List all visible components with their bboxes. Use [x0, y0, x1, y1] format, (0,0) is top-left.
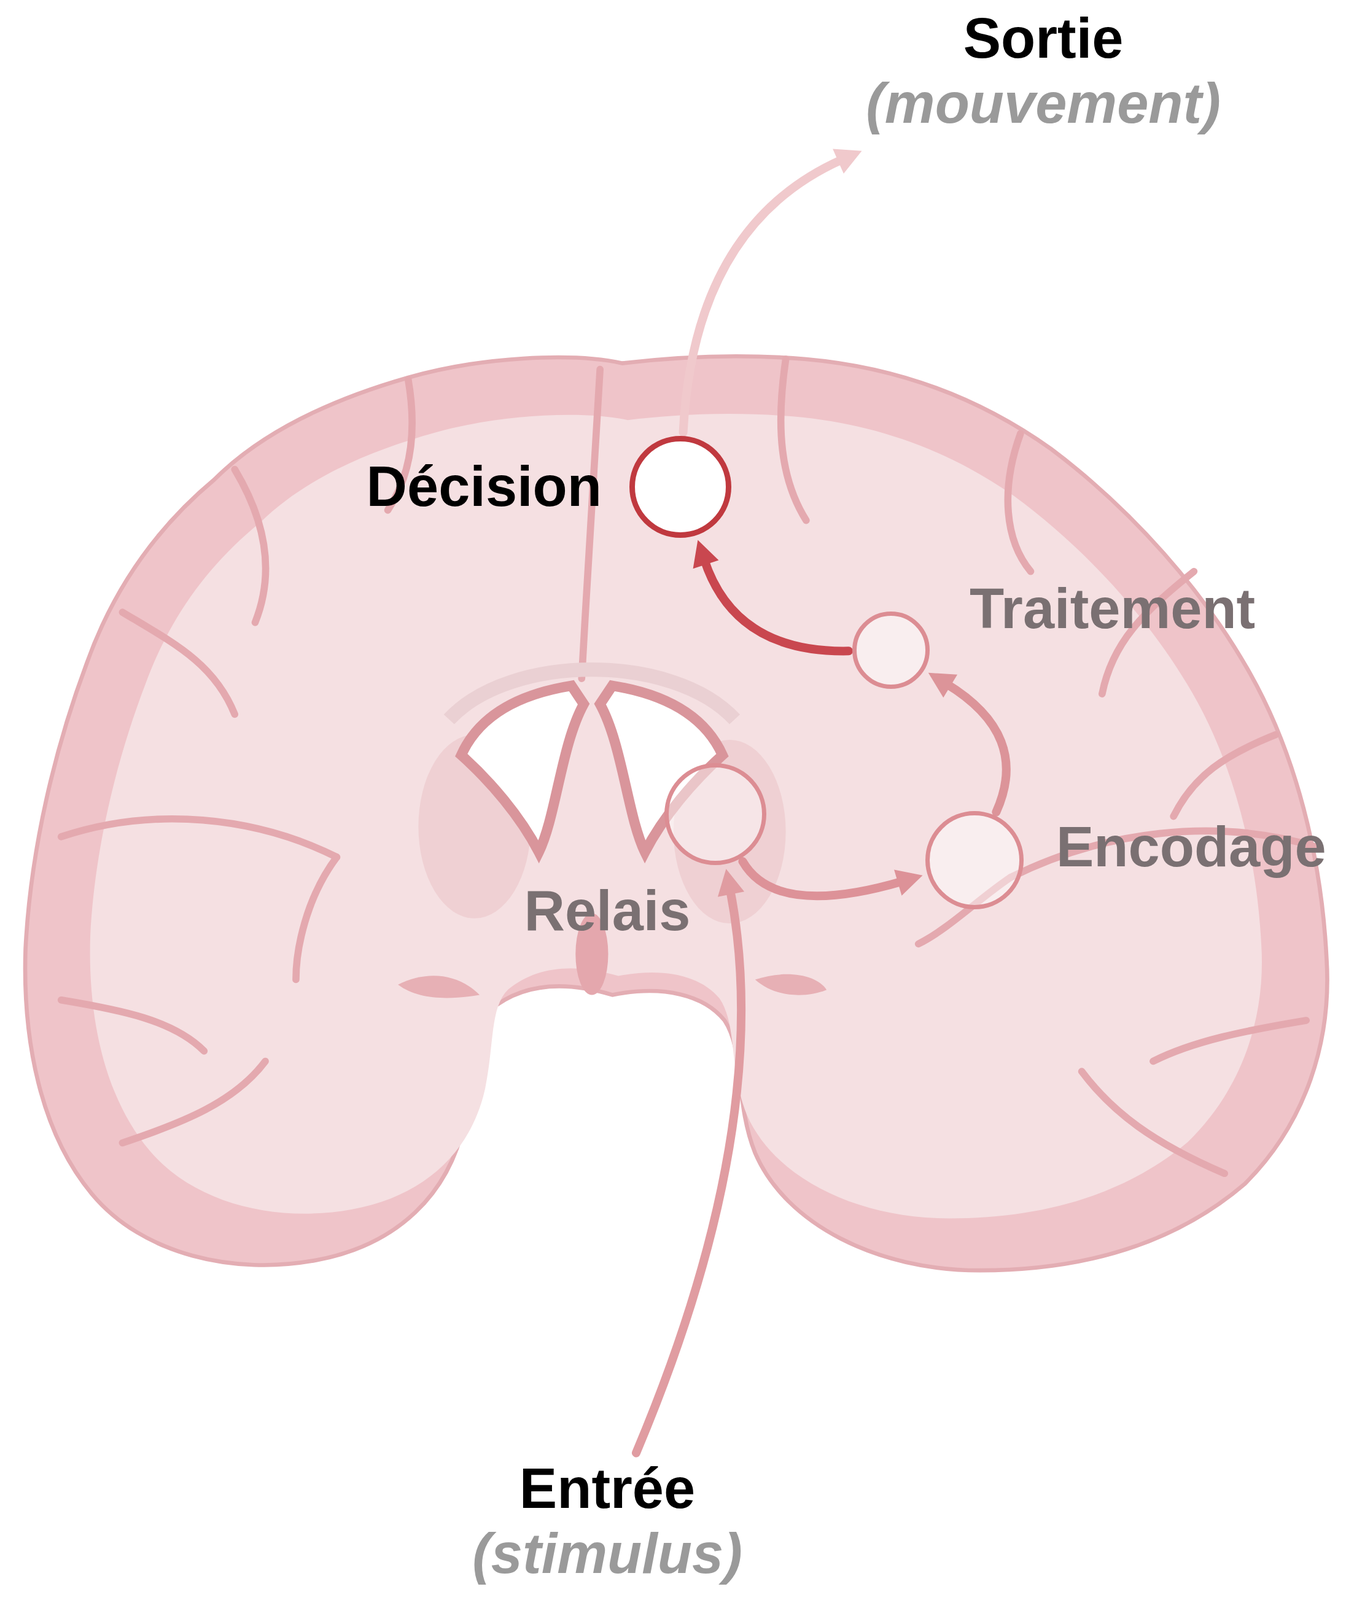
- arrow-head: [717, 868, 745, 897]
- node-label: Décision: [366, 454, 602, 520]
- stage-circle: Relais: [664, 763, 767, 866]
- arrow-head: [832, 149, 862, 174]
- brain-cortex: [25, 356, 1327, 1271]
- io-subtitle: (stimulus): [472, 1521, 743, 1587]
- stage-circle: Encodage: [925, 811, 1024, 910]
- arrow-head: [894, 869, 923, 896]
- circle-shape: [632, 439, 729, 536]
- io-subtitle: (mouvement): [865, 71, 1221, 137]
- flow-arrow: [693, 539, 849, 651]
- arrow-line: [683, 159, 844, 433]
- circle-outline: [629, 435, 732, 538]
- arrow-head: [928, 673, 958, 699]
- node-label-group: Décision: [366, 454, 602, 520]
- io-block: Entrée(stimulus): [472, 1456, 743, 1587]
- circle-shape: [927, 813, 1022, 908]
- node-label: Traitement: [969, 576, 1256, 642]
- stage-circle: Traitement: [852, 611, 930, 689]
- brain-sulci: [61, 359, 1317, 1174]
- arrow-line: [636, 889, 742, 1453]
- flow-arrow: [683, 149, 863, 433]
- flow-arrow: [636, 868, 745, 1453]
- io-title: Sortie: [865, 6, 1221, 72]
- arrow-line: [704, 559, 849, 651]
- circle-shape: [854, 614, 928, 688]
- circle-outline: [925, 811, 1024, 910]
- node-label-group: Encodage: [1056, 814, 1327, 880]
- io-block: Sortie(mouvement): [865, 6, 1221, 137]
- flow-arrow: [928, 673, 1007, 813]
- circle-shape: [666, 765, 765, 864]
- node-label-group: Traitement: [969, 576, 1256, 642]
- circle-outline: [852, 611, 930, 689]
- temporal-horn: [397, 975, 480, 998]
- temporal-horn: [755, 974, 827, 996]
- io-title: Entrée: [472, 1456, 743, 1522]
- arrow-head: [693, 539, 720, 569]
- arrow-line: [945, 683, 1006, 812]
- ventricle: [461, 685, 584, 853]
- node-label: Relais: [523, 878, 691, 944]
- stage-circle: Décision: [629, 435, 732, 538]
- node-label-group: Relais: [523, 878, 691, 944]
- arrow-line: [742, 861, 903, 896]
- circle-outline: [664, 763, 767, 866]
- node-label: Encodage: [1056, 814, 1327, 880]
- flow-arrow: [742, 861, 923, 896]
